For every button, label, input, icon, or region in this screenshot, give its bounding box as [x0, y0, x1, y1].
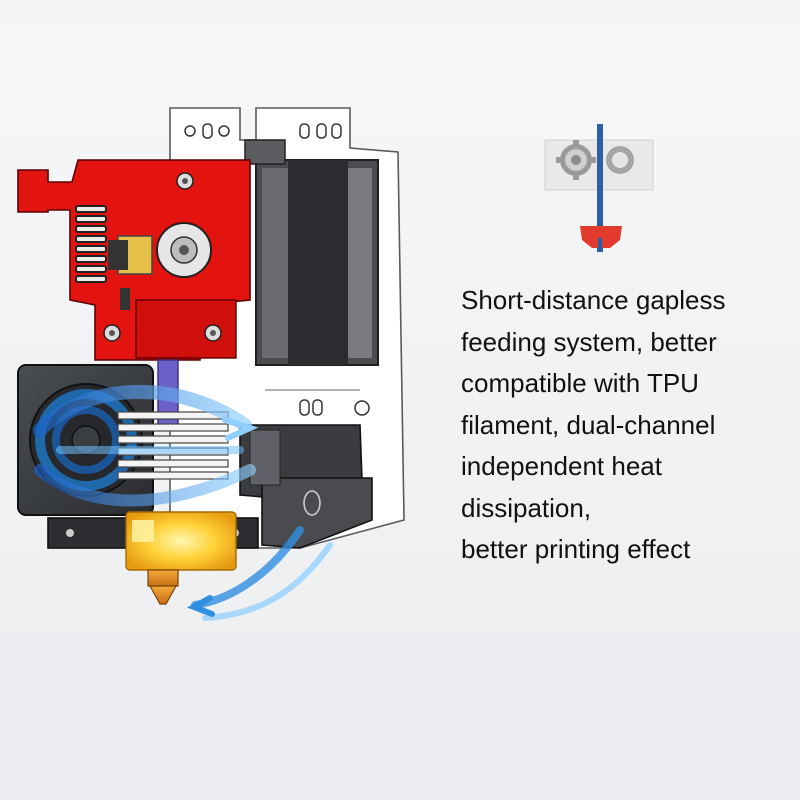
- caption-line-7: better printing effect: [461, 534, 691, 564]
- lower-background: [0, 630, 800, 800]
- part-cooling-duct: [239, 424, 373, 549]
- caption-line-2: feeding system, better: [461, 326, 717, 357]
- gear-feed-diagram-icon: [544, 124, 654, 252]
- stepper-motor: [244, 139, 379, 366]
- feature-description: Short-distance gapless feeding system, b…: [461, 280, 791, 571]
- airflow-arrows: [33, 384, 333, 621]
- caption-line-3: compatible with TPU: [461, 368, 699, 398]
- caption-line-4: filament, dual-channel: [461, 409, 716, 440]
- tension-spring: [75, 205, 107, 283]
- nozzle: [147, 569, 179, 605]
- caption-line-1: Short-distance gapless: [461, 285, 726, 315]
- caption-line-6: dissipation,: [461, 492, 592, 523]
- caption-line-5: independent heat: [461, 451, 662, 481]
- drive-gear: [108, 222, 212, 278]
- heater-block: [125, 511, 237, 571]
